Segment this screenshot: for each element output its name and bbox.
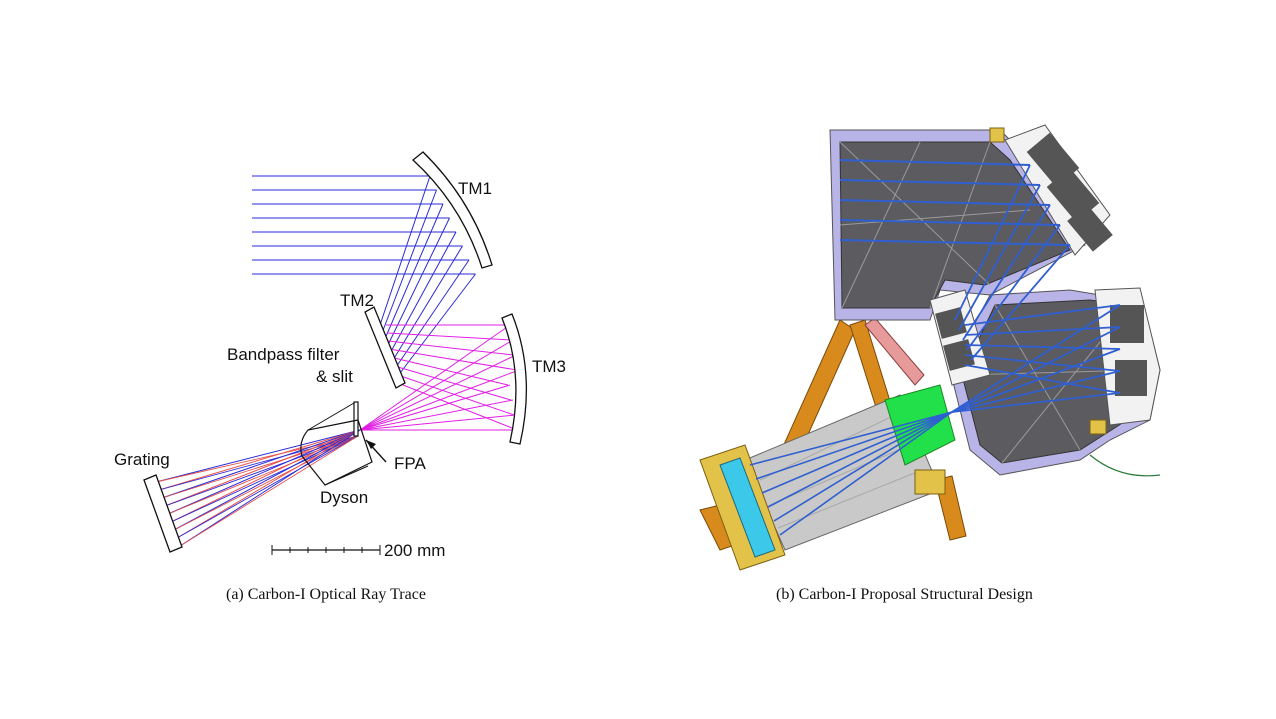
structure-focus-ray bbox=[951, 370, 1121, 413]
grating-return-ray bbox=[170, 435, 359, 523]
structure-input-ray bbox=[839, 159, 1031, 166]
grating-label: Grating bbox=[114, 450, 170, 469]
bandpass-filter-slit bbox=[353, 401, 359, 437]
bandpass-label-line2: & slit bbox=[316, 367, 353, 386]
structure-focus-ray bbox=[951, 304, 1121, 413]
tm1-to-tm2-ray bbox=[387, 231, 457, 358]
structure-grating-ray bbox=[749, 411, 953, 466]
structure-input-ray bbox=[839, 239, 1071, 246]
tm3-to-slit-ray bbox=[359, 369, 520, 431]
tm1-to-tm2-ray bbox=[381, 189, 437, 334]
tm3-to-slit-ray bbox=[359, 414, 517, 431]
tm3-to-slit-ray bbox=[359, 339, 514, 431]
structure-grating-ray bbox=[755, 411, 953, 480]
dyson-label: Dyson bbox=[320, 488, 368, 507]
grating-return-ray bbox=[167, 435, 359, 515]
tm2-to-tm3-ray bbox=[388, 348, 518, 371]
structure-tm3-ray bbox=[964, 354, 1121, 372]
grating-ray bbox=[155, 429, 361, 483]
grating-element bbox=[143, 474, 183, 553]
structure-focus-ray bbox=[951, 392, 1121, 413]
scale-bar bbox=[271, 545, 381, 555]
grating-ray bbox=[173, 429, 361, 531]
tm2-to-tm3-ray bbox=[391, 372, 515, 416]
structure-tm3-ray bbox=[964, 364, 1121, 394]
tm2-to-tm3-ray bbox=[386, 332, 512, 341]
structure-input-ray bbox=[839, 219, 1061, 226]
lower-housing bbox=[929, 287, 1161, 477]
structure-fold-ray bbox=[958, 184, 1041, 331]
structural-design-render bbox=[690, 120, 1180, 571]
structure-focus-ray bbox=[951, 326, 1121, 413]
structure-ray-bundle bbox=[749, 159, 1121, 536]
tm1-to-tm2-ray bbox=[379, 175, 431, 326]
tm2-to-tm3-ray bbox=[389, 356, 509, 386]
grating-return-ray bbox=[173, 435, 359, 531]
tm3-label: TM3 bbox=[532, 357, 566, 376]
structure-fold-ray bbox=[966, 224, 1061, 351]
grating-ray bbox=[179, 429, 361, 547]
tm2-to-tm3-ray bbox=[390, 364, 512, 401]
structure-grating-ray bbox=[779, 411, 953, 536]
grating-return-ray bbox=[176, 435, 359, 539]
grating-ray bbox=[158, 429, 361, 491]
caption-b: (b) Carbon-I Proposal Structural Design bbox=[776, 586, 1033, 603]
caption-a: (a) Carbon-I Optical Ray Trace bbox=[226, 586, 426, 603]
grating-ray bbox=[170, 429, 361, 523]
tm3-to-slit-ray bbox=[359, 354, 517, 431]
structure-input-ray bbox=[839, 199, 1051, 206]
grating-return-ray bbox=[164, 435, 359, 507]
dyson-lens-edge bbox=[307, 402, 369, 486]
grating-ray bbox=[167, 429, 361, 515]
tm1-to-tm2-ray bbox=[393, 273, 476, 382]
structure-tm3-ray bbox=[964, 304, 1121, 326]
tm2-mirror bbox=[364, 306, 406, 389]
ray-trace-svg: TM1 TM2 TM3 Bandpass filter & slit FPA G… bbox=[114, 151, 566, 560]
structure-grating-ray bbox=[773, 411, 953, 522]
camera-barrel bbox=[699, 384, 956, 571]
tm2-to-tm3-ray bbox=[387, 340, 515, 356]
grating-ray bbox=[164, 429, 361, 507]
upper-housing bbox=[829, 124, 1113, 321]
bandpass-label-line1: Bandpass filter bbox=[227, 345, 340, 364]
structure-tm3-ray bbox=[964, 344, 1121, 350]
ray-bundle bbox=[155, 175, 520, 547]
tm3-mirror bbox=[501, 313, 528, 445]
tm1-to-tm2-ray bbox=[385, 217, 450, 350]
tm2-to-tm3-ray bbox=[392, 380, 518, 431]
structure-tm3-ray bbox=[964, 326, 1121, 336]
tm1-to-tm2-ray bbox=[391, 259, 470, 374]
grating-ray bbox=[176, 429, 361, 539]
grating-ray bbox=[161, 429, 361, 499]
structure-input-ray bbox=[839, 179, 1041, 186]
tm1-to-tm2-ray bbox=[383, 203, 444, 342]
tm1-to-tm2-ray bbox=[389, 245, 463, 366]
tm1-label: TM1 bbox=[458, 179, 492, 198]
structure-grating-ray bbox=[761, 411, 953, 494]
structure-fold-ray bbox=[970, 244, 1071, 361]
tm2-label: TM2 bbox=[340, 291, 374, 310]
structure-focus-ray bbox=[951, 348, 1121, 413]
fpa-arrowhead bbox=[366, 440, 376, 449]
structure-svg bbox=[699, 124, 1161, 571]
fpa-label: FPA bbox=[394, 454, 426, 473]
tm1-mirror bbox=[412, 151, 493, 269]
scale-label: 200 mm bbox=[384, 541, 445, 560]
structure-fold-ray bbox=[962, 204, 1051, 341]
tm3-to-slit-ray bbox=[359, 399, 514, 431]
grating-return-ray bbox=[179, 435, 359, 547]
optical-ray-trace-diagram: TM1 TM2 TM3 Bandpass filter & slit FPA G… bbox=[90, 120, 610, 580]
dyson-lens bbox=[300, 419, 373, 486]
structure-grating-ray bbox=[767, 411, 953, 508]
